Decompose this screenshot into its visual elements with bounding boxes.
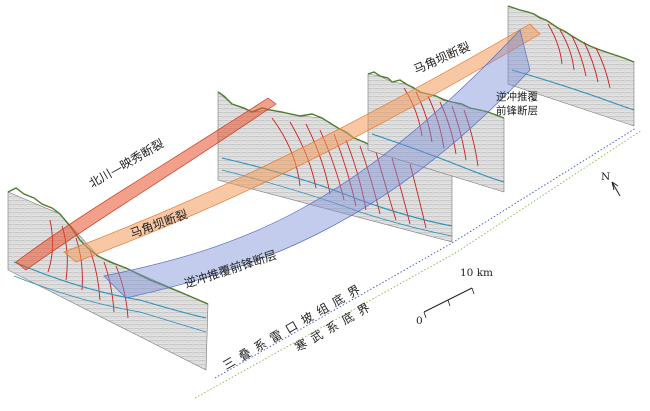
scale-bar-length-label: 10 km xyxy=(460,267,493,279)
majiaoba-fault-label-front: 马角坝断裂 xyxy=(128,206,190,241)
horizon-trace-3 xyxy=(371,133,505,183)
north-arrow-icon xyxy=(611,181,621,197)
thrust-front-fault-label-back-line2: 前锋断层 xyxy=(496,104,538,117)
north-arrow-label: N xyxy=(601,171,610,183)
majiaoba-fault-surface xyxy=(63,23,541,263)
fault-traces-4 xyxy=(547,23,611,89)
beichuan-yingxiu-fault-surface xyxy=(15,97,277,271)
horizon-trace-4 xyxy=(511,69,635,111)
base-horizon-lines xyxy=(194,127,643,399)
seismic-section-4 xyxy=(507,5,635,127)
thrust-front-fault-label-back-line1: 逆冲推覆 xyxy=(496,90,538,103)
scale-bar: 0 10 km xyxy=(416,267,493,327)
thrust-front-fault-surface xyxy=(103,29,531,299)
topography-line-4 xyxy=(507,5,635,63)
north-arrow: N xyxy=(601,171,621,197)
horizon-trace-1 xyxy=(13,261,207,319)
leikoupo-base-line xyxy=(214,127,637,379)
fault-surface-bands xyxy=(15,23,541,299)
scale-bar-zero-label: 0 xyxy=(416,315,423,327)
